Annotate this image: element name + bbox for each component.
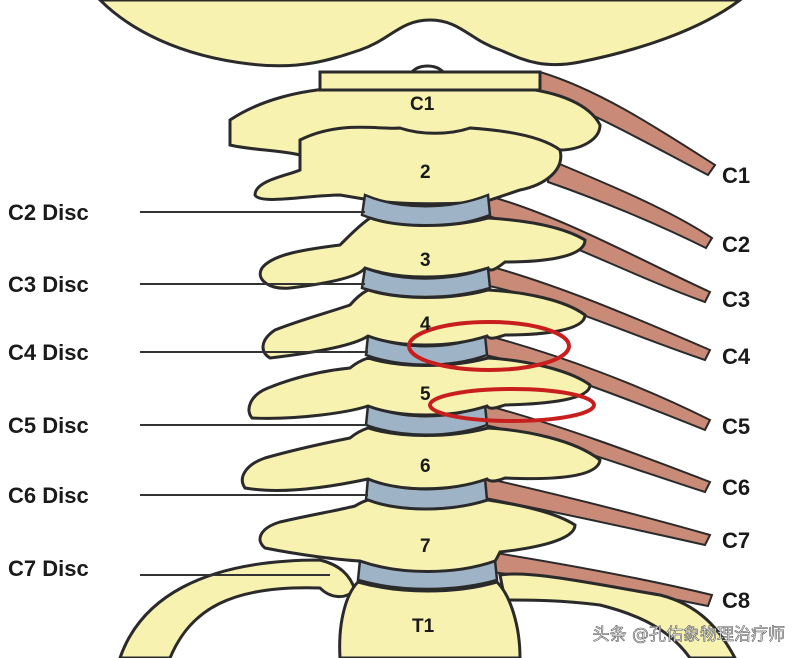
label-vertebra-7: 7 [420, 536, 431, 557]
highlight-ellipse-c5 [428, 387, 596, 423]
label-c3-disc: C3 Disc [8, 272, 89, 297]
vertebra-c2-body [253, 125, 563, 206]
vertebra-t1 [338, 580, 522, 658]
nerve-labels: C1 C2 C3 C4 C5 C6 C7 C8 [722, 163, 751, 613]
vertebra-labels: C1 2 3 4 5 6 7 T1 [410, 94, 435, 637]
vertebra-6 [240, 426, 602, 492]
label-nerve-c1: C1 [722, 163, 750, 188]
label-c2-disc: C2 Disc [8, 200, 89, 225]
label-nerve-c5: C5 [722, 414, 750, 439]
nerve-root-c2 [546, 158, 714, 250]
right-rib [498, 572, 737, 658]
skull-base [97, 0, 743, 68]
label-c6-disc: C6 Disc [8, 483, 89, 508]
vertebra-3 [258, 216, 587, 290]
label-c4-disc: C4 Disc [8, 340, 89, 365]
label-vertebra-5: 5 [420, 384, 431, 405]
label-vertebra-2: 2 [420, 162, 431, 183]
label-nerve-c2: C2 [722, 232, 750, 257]
label-vertebra-t1: T1 [412, 616, 435, 637]
label-nerve-c6: C6 [722, 475, 750, 500]
c1-lateral-mass [318, 70, 542, 92]
vertebra-4 [261, 288, 587, 360]
label-nerve-c8: C8 [722, 588, 750, 613]
label-vertebra-6: 6 [420, 456, 431, 477]
label-nerve-c4: C4 [722, 344, 751, 369]
label-c5-disc: C5 Disc [8, 413, 89, 438]
disc-labels: C2 Disc C3 Disc C4 Disc C5 Disc C6 Disc … [8, 200, 89, 581]
leader-lines [140, 211, 368, 576]
vertebra-7 [258, 498, 577, 573]
vertebra-5 [247, 356, 592, 420]
label-vertebra-c1: C1 [410, 94, 435, 115]
vertebrae [240, 216, 602, 658]
label-c7-disc: C7 Disc [8, 556, 89, 581]
label-nerve-c3: C3 [722, 287, 750, 312]
label-vertebra-4: 4 [420, 314, 431, 335]
watermark: 头条 @孔佑象物理治疗师 [593, 625, 785, 645]
highlight-ellipse-c4 [407, 320, 571, 372]
nerve-root-c7 [484, 476, 712, 547]
label-nerve-c7: C7 [722, 528, 750, 553]
label-vertebra-3: 3 [420, 250, 431, 271]
